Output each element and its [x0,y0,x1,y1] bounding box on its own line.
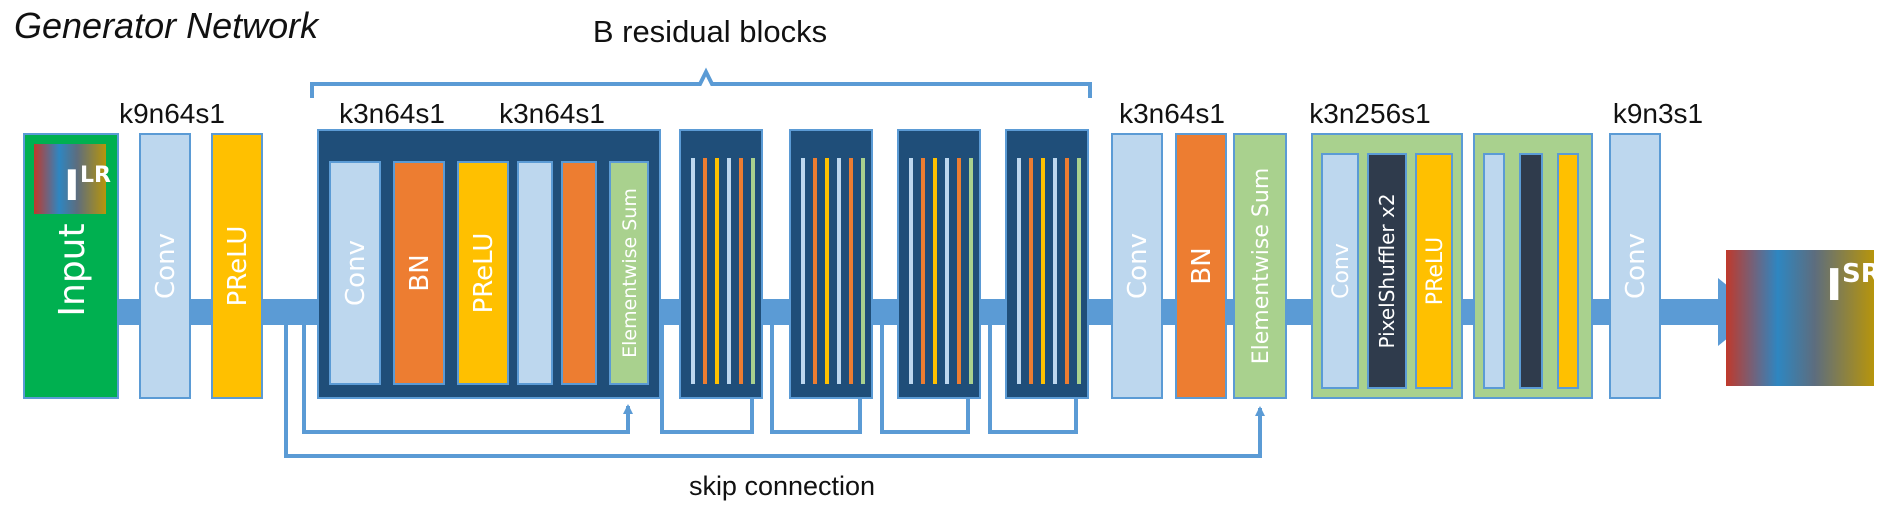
layer-stripe [715,158,719,384]
conv-block [1111,133,1163,399]
input-label: Input [52,223,93,316]
bn-block [561,161,597,385]
residual-skip-line [660,312,757,434]
conv-block [1483,153,1505,389]
layer-stripe [969,158,973,384]
conv-block [139,133,191,399]
bn-block [393,161,445,385]
layer-stripe [1017,158,1021,384]
pixel-shuffler-label: PixelShuffler x2 [1375,193,1399,348]
layer-stripe [739,158,743,384]
bracket-label: B residual blocks [593,14,827,49]
conv-label: Conv [1621,233,1651,299]
post-conv-annotation: k3n64s1 [1119,98,1225,129]
lr-image-thumbnail [34,144,106,214]
prelu-block [211,133,263,399]
prelu-label: PReLU [469,233,499,314]
layer-stripe [751,158,755,384]
layer-stripe [945,158,949,384]
conv-label: Conv [151,233,181,299]
layer-stripe [1029,158,1033,384]
final-conv-annotation: k9n3s1 [1613,98,1703,129]
layer-stripe [933,158,937,384]
layer-stripe [801,158,805,384]
sr-image-symbol: I [1826,260,1842,311]
residual-skip-line [770,312,865,434]
conv-label: Conv [1329,243,1354,299]
pixel-shuffler-block [1367,153,1407,389]
res-conv-annotation-1: k3n64s1 [339,98,445,129]
conv-label: Conv [341,240,371,306]
elementwise-sum-label: Elementwise Sum [1249,168,1274,365]
elementwise-sum-block [1233,133,1287,399]
conv-block [1321,153,1359,389]
prelu-label: PReLU [223,226,253,307]
sr-image-superscript: SR [1842,259,1881,289]
residual-bracket [310,67,1092,98]
layer-stripe [957,158,961,384]
mini-residual-blocks [679,129,1089,399]
skip-connection-label: skip connection [689,471,875,501]
skip-connection-line [284,312,1265,458]
prelu-block [457,161,509,385]
layer-stripe [1077,158,1081,384]
layer-stripe [1053,158,1057,384]
first-conv-annotation: k9n64s1 [119,98,225,129]
layer-stripe [1065,158,1069,384]
elementwise-sum-label: Elementwise Sum [619,188,641,358]
layer-stripe [909,158,913,384]
pixel-shuffler-block [1519,153,1543,389]
layer-stripe [703,158,707,384]
res-conv-annotation-2: k3n64s1 [499,98,605,129]
layer-stripe [921,158,925,384]
conv-block [517,161,553,385]
layer-stripe [861,158,865,384]
lr-image-superscript: LR [80,163,111,188]
layer-stripe [691,158,695,384]
sr-image-thumbnail [1726,250,1874,386]
layer-stripe [813,158,817,384]
bn-label: BN [405,254,435,291]
upsample-conv-annotation: k3n256s1 [1309,98,1430,129]
conv-block [1609,133,1661,399]
residual-skip-line [988,312,1081,434]
residual-skip-line [302,312,633,434]
residual-skip-line [880,312,973,434]
elementwise-sum-block [609,161,649,385]
bn-block [1175,133,1227,399]
conv-block [329,161,381,385]
lr-image-symbol: I [64,161,80,210]
diagram-title: Generator Network [14,5,320,46]
conv-label: Conv [1123,233,1153,299]
prelu-block [1415,153,1453,389]
layer-stripe [1041,158,1045,384]
layer-stripe [837,158,841,384]
bn-label: BN [1187,247,1217,284]
layer-stripe [825,158,829,384]
layer-stripe [849,158,853,384]
prelu-label: PReLU [1423,237,1448,305]
prelu-block [1557,153,1579,389]
layer-stripe [727,158,731,384]
